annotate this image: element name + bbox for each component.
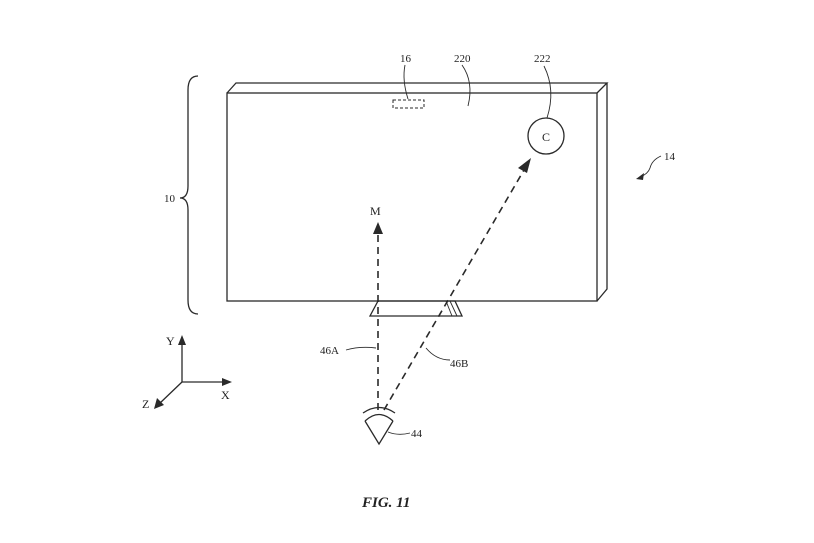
axis-z-label: Z: [142, 397, 149, 411]
ray-46b: [383, 169, 525, 411]
sensor-box: [392, 99, 425, 109]
system-label: 10: [164, 193, 176, 205]
ray-46b-arrowhead: [518, 158, 531, 173]
device-leader-arrowhead: [636, 173, 644, 180]
content-circle: [527, 117, 565, 155]
ray-46a-arrowhead: [373, 222, 383, 234]
stand-edge-2: [449, 300, 458, 317]
sensor-label: 16: [400, 53, 412, 65]
device-top-edge: [226, 82, 609, 94]
direction-m-label: M: [370, 204, 381, 218]
system-brace: [179, 75, 199, 315]
sensor-leader: [403, 64, 409, 100]
display-leader: [461, 64, 471, 107]
eye-arc: [362, 406, 396, 414]
viewer-label: 44: [411, 428, 423, 440]
device-body: [226, 82, 609, 302]
ray-46b-leader: [425, 347, 451, 361]
z-axis: [158, 381, 183, 405]
device-label: 14: [664, 151, 676, 163]
content-letter: C: [542, 130, 550, 144]
device-stand: [368, 300, 464, 317]
axis-y-label: Y: [166, 334, 175, 348]
eye-cone: [364, 420, 394, 446]
device-side-edge: [596, 83, 608, 302]
viewer-eye: [362, 406, 396, 446]
y-axis-arrowhead: [178, 335, 186, 345]
coordinate-axes: [154, 335, 232, 409]
device-leader: [639, 155, 662, 178]
content-leader: [543, 65, 552, 119]
ray-46a-label: 46A: [320, 345, 339, 357]
z-axis-arrowhead: [154, 398, 164, 409]
eye-front: [364, 413, 394, 422]
viewer-leader: [387, 431, 411, 435]
display-front-face: [226, 92, 598, 302]
ray-46a-leader: [345, 346, 377, 351]
figure-caption: FIG. 11: [361, 495, 410, 511]
content-label: 222: [534, 53, 551, 65]
display-label: 220: [454, 53, 471, 65]
stand-base: [368, 300, 464, 317]
x-axis-arrowhead: [222, 378, 232, 386]
axis-x-label: X: [221, 388, 230, 402]
ray-46b-label: 46B: [450, 358, 468, 370]
